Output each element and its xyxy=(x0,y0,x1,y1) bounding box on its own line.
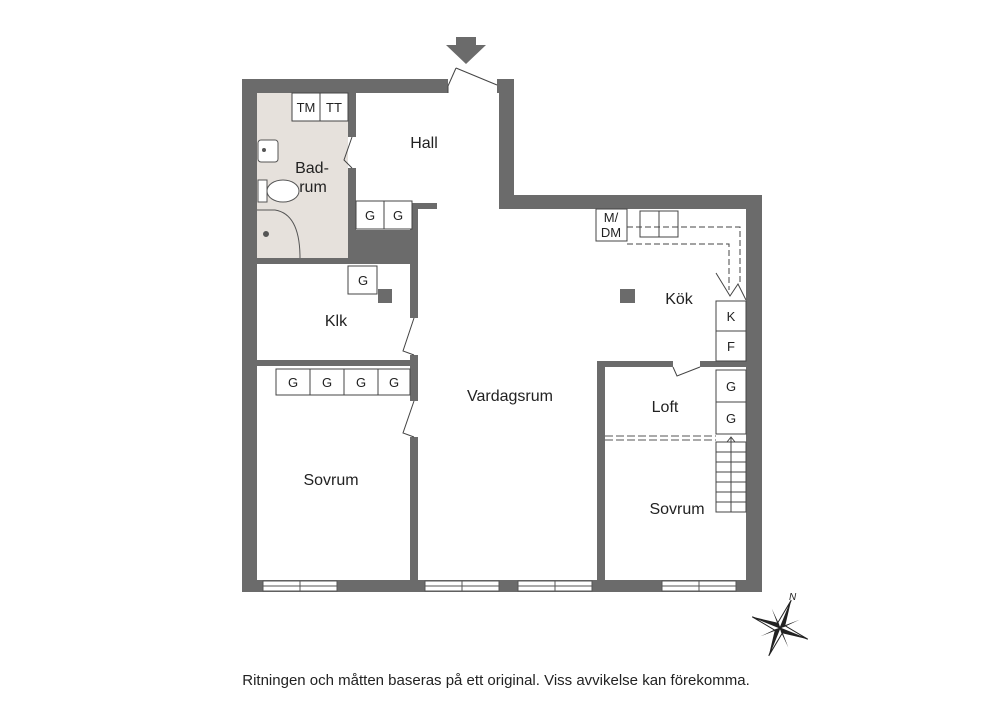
room-label-vardagsrum: Vardagsrum xyxy=(467,388,553,405)
fixture-label-g-sovrum-2: G xyxy=(322,375,332,390)
fixture-label-g-klk: G xyxy=(358,273,368,288)
entrance-door xyxy=(447,67,498,93)
entrance-arrow xyxy=(446,37,486,64)
fixture-label-g-sovrum-3: G xyxy=(356,375,366,390)
compass-rose-icon xyxy=(751,599,809,657)
outer-walls xyxy=(242,79,762,592)
fixture-label-g-loft-1: G xyxy=(726,379,736,394)
shower-icon xyxy=(257,209,301,259)
fixture-label-g-loft-2: G xyxy=(726,411,736,426)
room-label-badrum-1: Bad- xyxy=(295,160,329,177)
staircase xyxy=(715,436,747,513)
column-vardagsrum xyxy=(620,289,635,303)
fixture-label-g-hall-1: G xyxy=(365,208,375,223)
room-label-klk: Klk xyxy=(325,313,348,330)
fixture-label-f: F xyxy=(727,339,735,354)
fixture-label-md-1: M/ xyxy=(604,210,619,225)
fixture-label-g-sovrum-4: G xyxy=(389,375,399,390)
kitchen-counter xyxy=(627,210,747,301)
fixture-label-k: K xyxy=(727,309,736,324)
room-label-sovrum-left: Sovrum xyxy=(303,472,358,489)
sink-icon xyxy=(257,139,279,163)
fixture-label-g-sovrum-1: G xyxy=(288,375,298,390)
disclaimer-text: Ritningen och måtten baseras på ett orig… xyxy=(242,672,750,689)
interior-walls xyxy=(257,79,748,582)
room-label-sovrum-right: Sovrum xyxy=(649,501,704,518)
compass-north-label: N xyxy=(789,592,797,603)
room-label-kok: Kök xyxy=(665,291,694,308)
room-label-loft: Loft xyxy=(652,399,679,416)
fixture-label-tm: TM xyxy=(297,100,316,115)
toilet-icon xyxy=(257,179,300,203)
fixture-boxes xyxy=(275,92,747,435)
room-label-hall: Hall xyxy=(410,135,438,152)
fixture-label-md-2: DM xyxy=(601,225,621,240)
column-klk xyxy=(378,289,392,303)
fixture-label-g-hall-2: G xyxy=(393,208,403,223)
loft-edge xyxy=(605,435,716,441)
room-label-badrum-2: rum xyxy=(299,179,327,196)
fixture-label-tt: TT xyxy=(326,100,342,115)
interior-doors xyxy=(343,136,701,438)
windows xyxy=(262,580,737,592)
